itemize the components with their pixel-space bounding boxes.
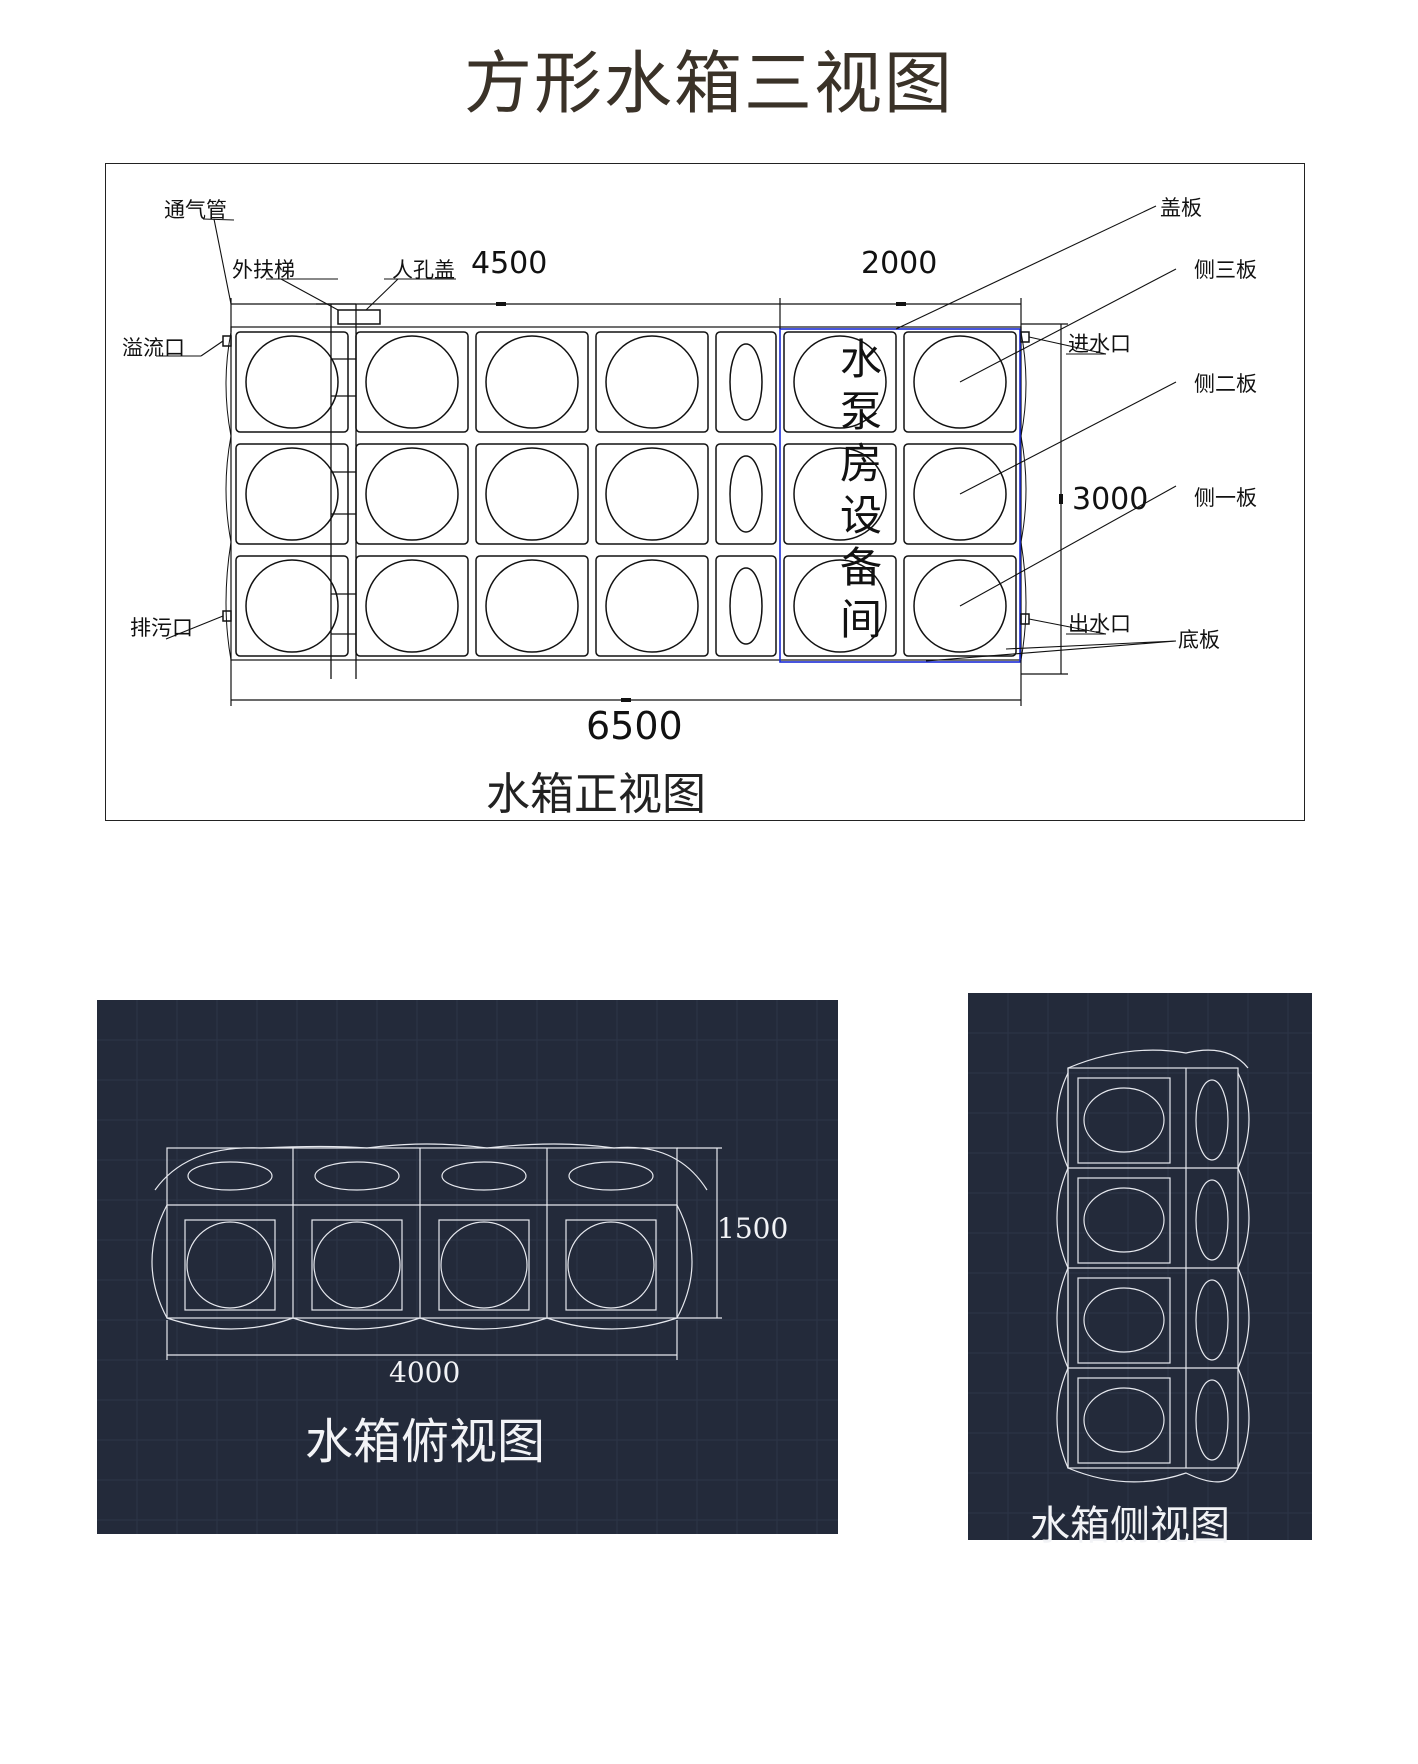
label-manhole: 人孔盖 [392, 258, 455, 282]
side-view-caption: 水箱侧视图 [1030, 1503, 1230, 1549]
side-view-lines [1056, 1049, 1250, 1483]
dim-top-width: 4000 [389, 1356, 461, 1389]
pump-room-char: 房 [839, 439, 882, 488]
pump-room-char: 水 [839, 335, 882, 384]
ladder-drawing [316, 303, 357, 679]
dim-pump-room-width: 2000 [861, 246, 938, 281]
front-view-drawing [156, 205, 1177, 706]
pump-room-char: 备 [839, 543, 882, 592]
top-view-drawing [97, 1000, 838, 1534]
front-circles [245, 335, 1007, 653]
top-view-lines [151, 1143, 722, 1360]
label-overflow: 溢流口 [122, 336, 185, 360]
front-leaders [156, 205, 1177, 662]
label-cover-plate: 盖板 [1160, 196, 1202, 220]
label-drain: 排污口 [130, 616, 193, 640]
front-view-caption: 水箱正视图 [486, 769, 706, 820]
label-vent-pipe: 通气管 [164, 198, 227, 222]
label-bottom-plate: 底板 [1178, 628, 1220, 652]
pump-room-outline [779, 328, 1021, 663]
side-view-drawing [968, 993, 1312, 1540]
label-outlet: 出水口 [1068, 612, 1131, 636]
label-ladder: 外扶梯 [232, 258, 295, 282]
cad-grid [968, 993, 1312, 1540]
dim-total-width: 6500 [586, 704, 683, 748]
label-side-plate-3: 侧三板 [1194, 258, 1257, 282]
pump-room-label: 水 泵 房 设 备 间 [836, 334, 886, 646]
front-panel-grid [225, 326, 1027, 661]
pump-room-char: 泵 [839, 387, 882, 436]
side-view-panel: 水箱侧视图 [968, 993, 1312, 1549]
front-dimension-marks [496, 302, 1063, 702]
front-view-panel: 通气管 外扶梯 人孔盖 4500 2000 溢流口 排污口 进水口 出水口 盖板… [105, 163, 1305, 821]
manhole-cover [337, 309, 381, 325]
page-title: 方形水箱三视图 [463, 45, 954, 124]
pump-room-char: 间 [839, 595, 882, 644]
drain-port [222, 610, 232, 622]
label-inlet: 进水口 [1068, 332, 1131, 356]
cad-grid [97, 1000, 838, 1534]
top-view-caption: 水箱俯视图 [305, 1414, 546, 1470]
top-view-panel: 1500 4000 水箱俯视图 [97, 1000, 838, 1534]
dim-tank-width: 4500 [471, 246, 548, 281]
pump-room-char: 设 [839, 491, 882, 540]
label-side-plate-1: 侧一板 [1194, 486, 1257, 510]
front-cells [235, 331, 1017, 657]
label-side-plate-2: 侧二板 [1194, 372, 1257, 396]
dim-height: 3000 [1072, 482, 1149, 517]
dim-top-depth: 1500 [717, 1212, 789, 1245]
